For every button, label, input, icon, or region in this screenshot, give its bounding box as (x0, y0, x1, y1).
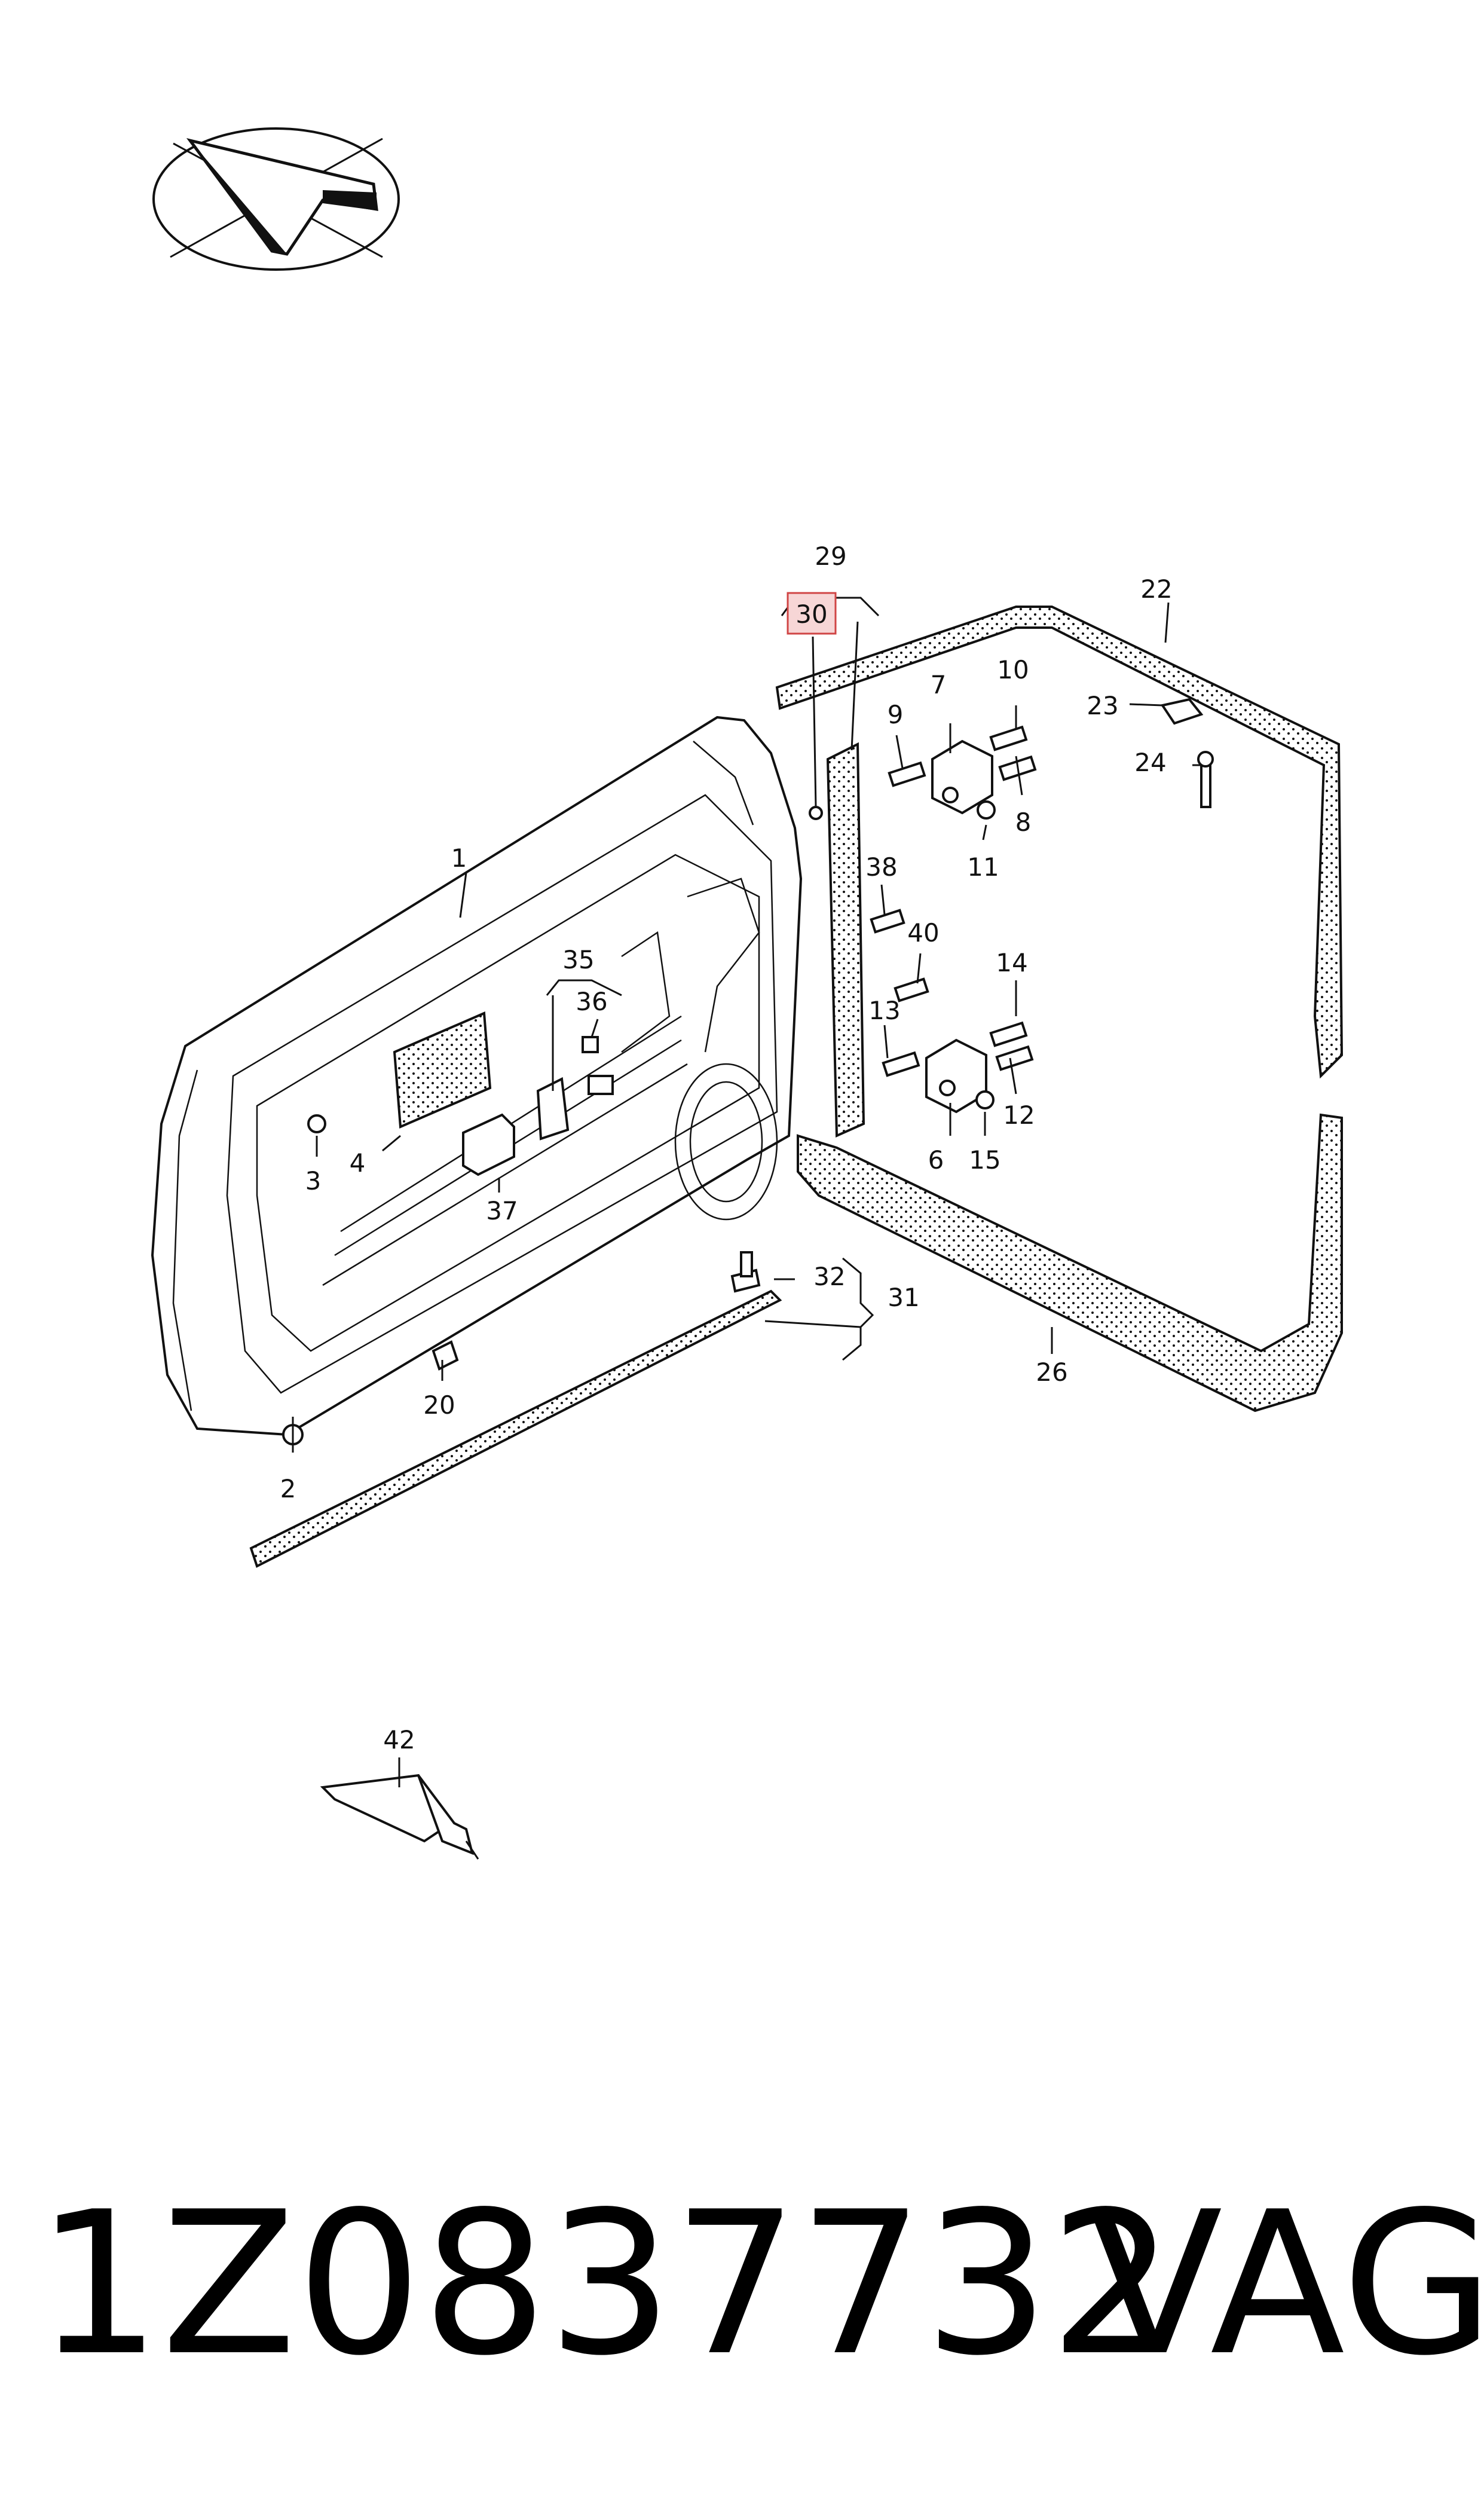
callout-31: 31 (888, 1283, 919, 1312)
door-seal-upper (775, 606, 1344, 1079)
callout-22: 22 (1140, 574, 1172, 604)
bracket-37 (462, 1113, 515, 1176)
callout-23: 23 (1087, 691, 1118, 720)
callout-32: 32 (813, 1262, 845, 1291)
door-seal-lower (797, 1113, 1343, 1413)
sealant-tube (320, 1774, 479, 1860)
sill-strip (249, 1289, 782, 1568)
callout-20: 20 (423, 1390, 455, 1420)
callout-1: 1 (451, 843, 467, 873)
callout-6: 6 (928, 1145, 944, 1175)
brand-label: VAG (1088, 2169, 1484, 2399)
callout-14: 14 (996, 948, 1027, 977)
lower-hinge (882, 1021, 1034, 1114)
callout-3: 3 (305, 1166, 322, 1196)
callout-38: 38 (865, 852, 897, 882)
callout-4: 4 (350, 1148, 366, 1178)
callout-10: 10 (997, 655, 1029, 684)
pillar-seal (826, 742, 865, 1138)
bolt-40 (894, 977, 929, 1002)
callout-26: 26 (1036, 1358, 1067, 1387)
part-number: 1Z0837732 (36, 2169, 1175, 2399)
callout-30: 30 (795, 600, 827, 629)
callout-12: 12 (1003, 1100, 1035, 1130)
callout-7: 7 (931, 670, 947, 699)
callouts: 1 2 3 4 6 7 8 9 10 11 12 13 14 15 20 22 … (280, 542, 1173, 1754)
callout-35: 35 (562, 945, 594, 974)
callout-29: 29 (815, 542, 846, 571)
door-check (536, 1036, 614, 1141)
callout-36: 36 (576, 987, 607, 1016)
small-fasteners (282, 698, 1214, 1445)
callout-15: 15 (969, 1145, 1000, 1175)
callout-8: 8 (1015, 808, 1032, 837)
upper-hinge (888, 725, 1037, 820)
callout-40: 40 (907, 918, 939, 947)
callout-11: 11 (967, 852, 999, 882)
highlight-box (787, 592, 837, 635)
orientation-arrow-icon (152, 127, 400, 271)
insulation-pad (393, 1011, 492, 1129)
callout-2: 2 (280, 1474, 296, 1503)
callout-9: 9 (888, 700, 904, 729)
callout-24: 24 (1134, 748, 1166, 777)
bolt-38 (870, 909, 905, 934)
callout-37: 37 (486, 1196, 518, 1225)
callout-42: 42 (383, 1725, 415, 1754)
callout-13: 13 (868, 996, 900, 1025)
